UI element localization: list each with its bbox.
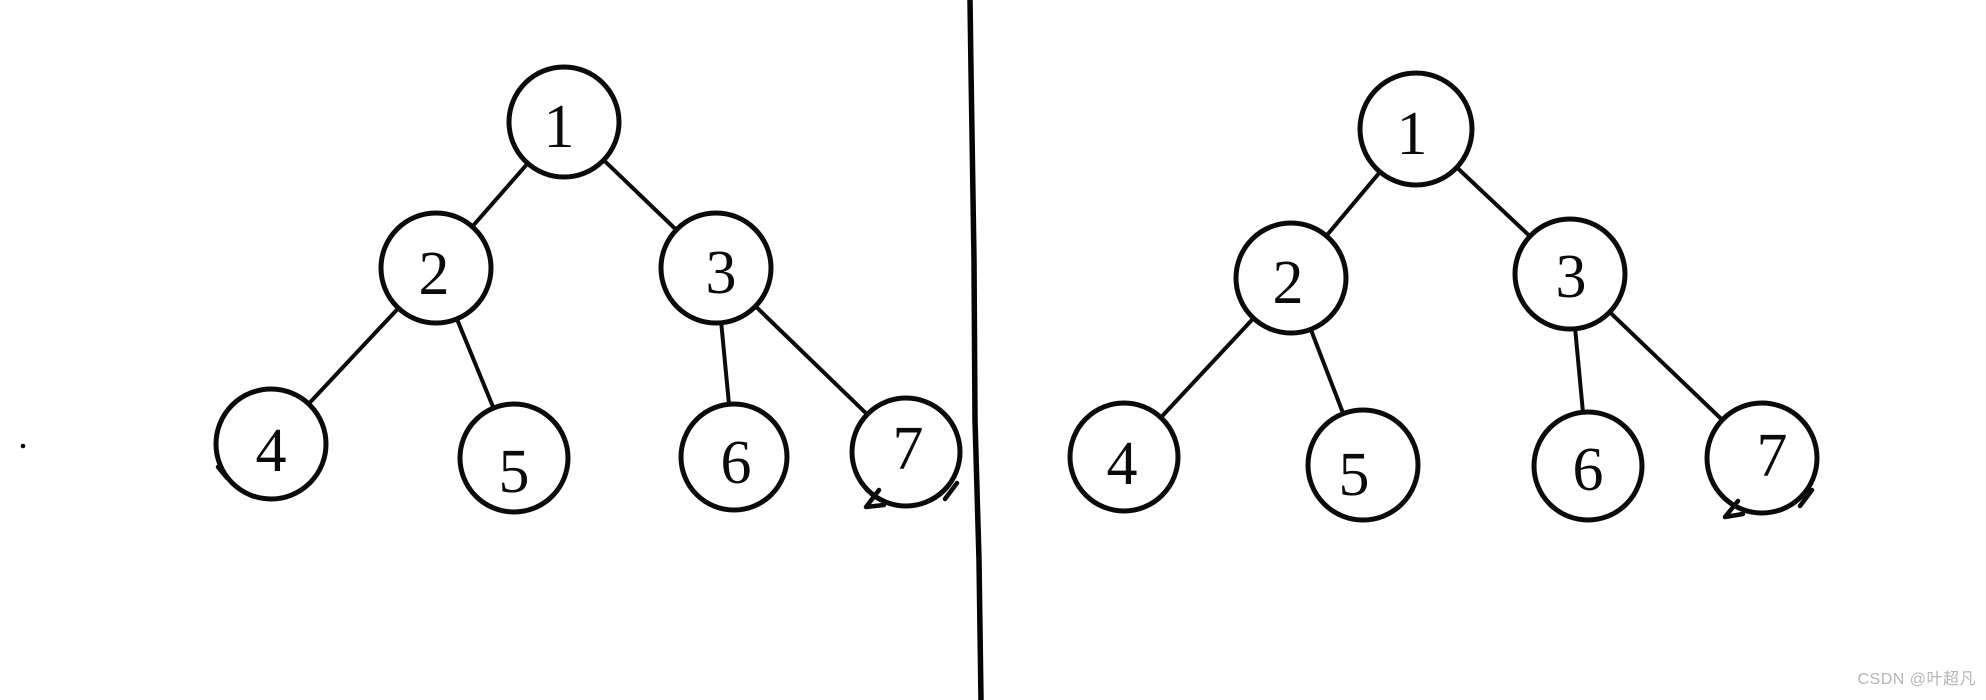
node-label: 5 bbox=[499, 438, 530, 506]
node-label: 2 bbox=[1273, 249, 1304, 317]
tree-node bbox=[1357, 70, 1475, 188]
node-label: 1 bbox=[544, 93, 575, 161]
node-label: 7 bbox=[1757, 422, 1788, 490]
node-label: 7 bbox=[893, 415, 924, 483]
tree-node bbox=[1067, 400, 1181, 514]
tree-node bbox=[1704, 400, 1820, 516]
node-label: 6 bbox=[721, 429, 752, 497]
erased-arrow-mark bbox=[1722, 498, 1746, 520]
erased-arrow-mark bbox=[863, 487, 887, 510]
tree-node bbox=[1233, 220, 1349, 336]
node-label: 4 bbox=[1107, 430, 1138, 498]
stray-ink-dot bbox=[20, 443, 26, 449]
tree-node bbox=[1305, 407, 1421, 523]
tree-node bbox=[678, 401, 790, 513]
tree-node bbox=[849, 395, 963, 509]
divider-line bbox=[967, 0, 984, 700]
node-label: 1 bbox=[1397, 100, 1428, 168]
node-label: 6 bbox=[1573, 436, 1604, 504]
node-label: 3 bbox=[1556, 243, 1587, 311]
node-label: 4 bbox=[256, 417, 287, 485]
ink-smudge bbox=[215, 464, 230, 481]
node-label: 2 bbox=[419, 240, 450, 308]
tree-node bbox=[457, 401, 571, 515]
tree-node bbox=[506, 64, 622, 180]
erased-arrow-mark bbox=[1797, 487, 1815, 509]
tree-node bbox=[1531, 409, 1645, 523]
tree-right: 1 2 3 4 5 6 7 bbox=[1067, 70, 1820, 523]
tree-node bbox=[213, 386, 329, 502]
tree-node bbox=[1512, 216, 1628, 332]
node-label: 5 bbox=[1339, 441, 1370, 509]
erased-arrow-mark bbox=[942, 480, 960, 502]
tree-node bbox=[378, 210, 494, 326]
csdn-watermark: CSDN @叶超凡 bbox=[1857, 671, 1976, 688]
tree-node bbox=[658, 210, 774, 326]
node-label: 3 bbox=[706, 239, 737, 307]
tree-left: 1 2 3 4 5 6 7 bbox=[213, 64, 963, 515]
